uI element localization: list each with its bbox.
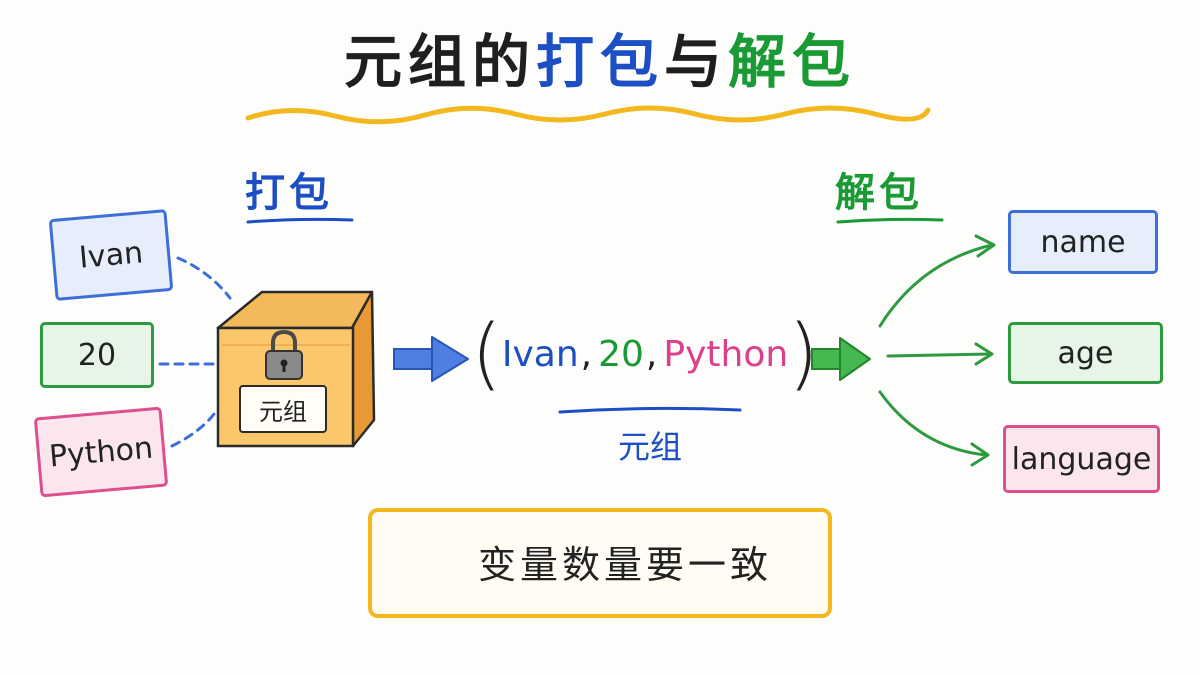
tuple-item-ivan: Ivan — [501, 333, 579, 375]
pack-heading-underline — [246, 217, 354, 224]
unpack-heading: 解包 — [835, 170, 923, 216]
tuple-expression: ( Ivan, 20, Python ) — [471, 308, 818, 400]
tuple-item-20: 20 — [598, 333, 644, 375]
input-value-20: 20 — [40, 322, 154, 388]
tuple-close-paren: ) — [788, 309, 819, 399]
tuple-separator: , — [580, 333, 593, 375]
arrow-to-language — [878, 390, 988, 457]
output-var-language: language — [1003, 425, 1160, 493]
output-var-age: age — [1008, 322, 1163, 384]
pack-arrow — [393, 336, 469, 382]
title-underline — [245, 105, 931, 125]
tuple-item-python: Python — [663, 333, 789, 375]
connector-ivan — [176, 256, 232, 300]
connector-python — [170, 412, 216, 448]
output-var-name: name — [1008, 210, 1158, 274]
box-label: 元组 — [259, 397, 307, 426]
title-part4: 解包 — [728, 28, 857, 96]
arrow-to-age — [886, 352, 992, 358]
tuple-open-paren: ( — [471, 309, 502, 399]
title-part2: 打包 — [535, 28, 664, 96]
page-title: 元组的打包与解包 — [0, 22, 1200, 102]
unpack-heading-underline — [836, 217, 944, 224]
input-value-ivan: Ivan — [48, 209, 174, 301]
title-part3: 与 — [664, 28, 729, 96]
lock-icon — [265, 329, 303, 380]
title-part1: 元组的 — [343, 28, 536, 96]
input-value-python: Python — [33, 406, 169, 498]
arrow-to-name — [878, 243, 994, 328]
tuple-separator: , — [645, 333, 658, 375]
tuple-caption: 元组 — [617, 428, 682, 466]
unpack-arrow — [811, 337, 871, 381]
tip-text: 变量数量要一致 — [478, 543, 773, 587]
tip-box — [368, 508, 832, 618]
pack-heading: 打包 — [245, 170, 333, 216]
tuple-underline — [558, 406, 742, 414]
box-illustration — [216, 290, 376, 448]
